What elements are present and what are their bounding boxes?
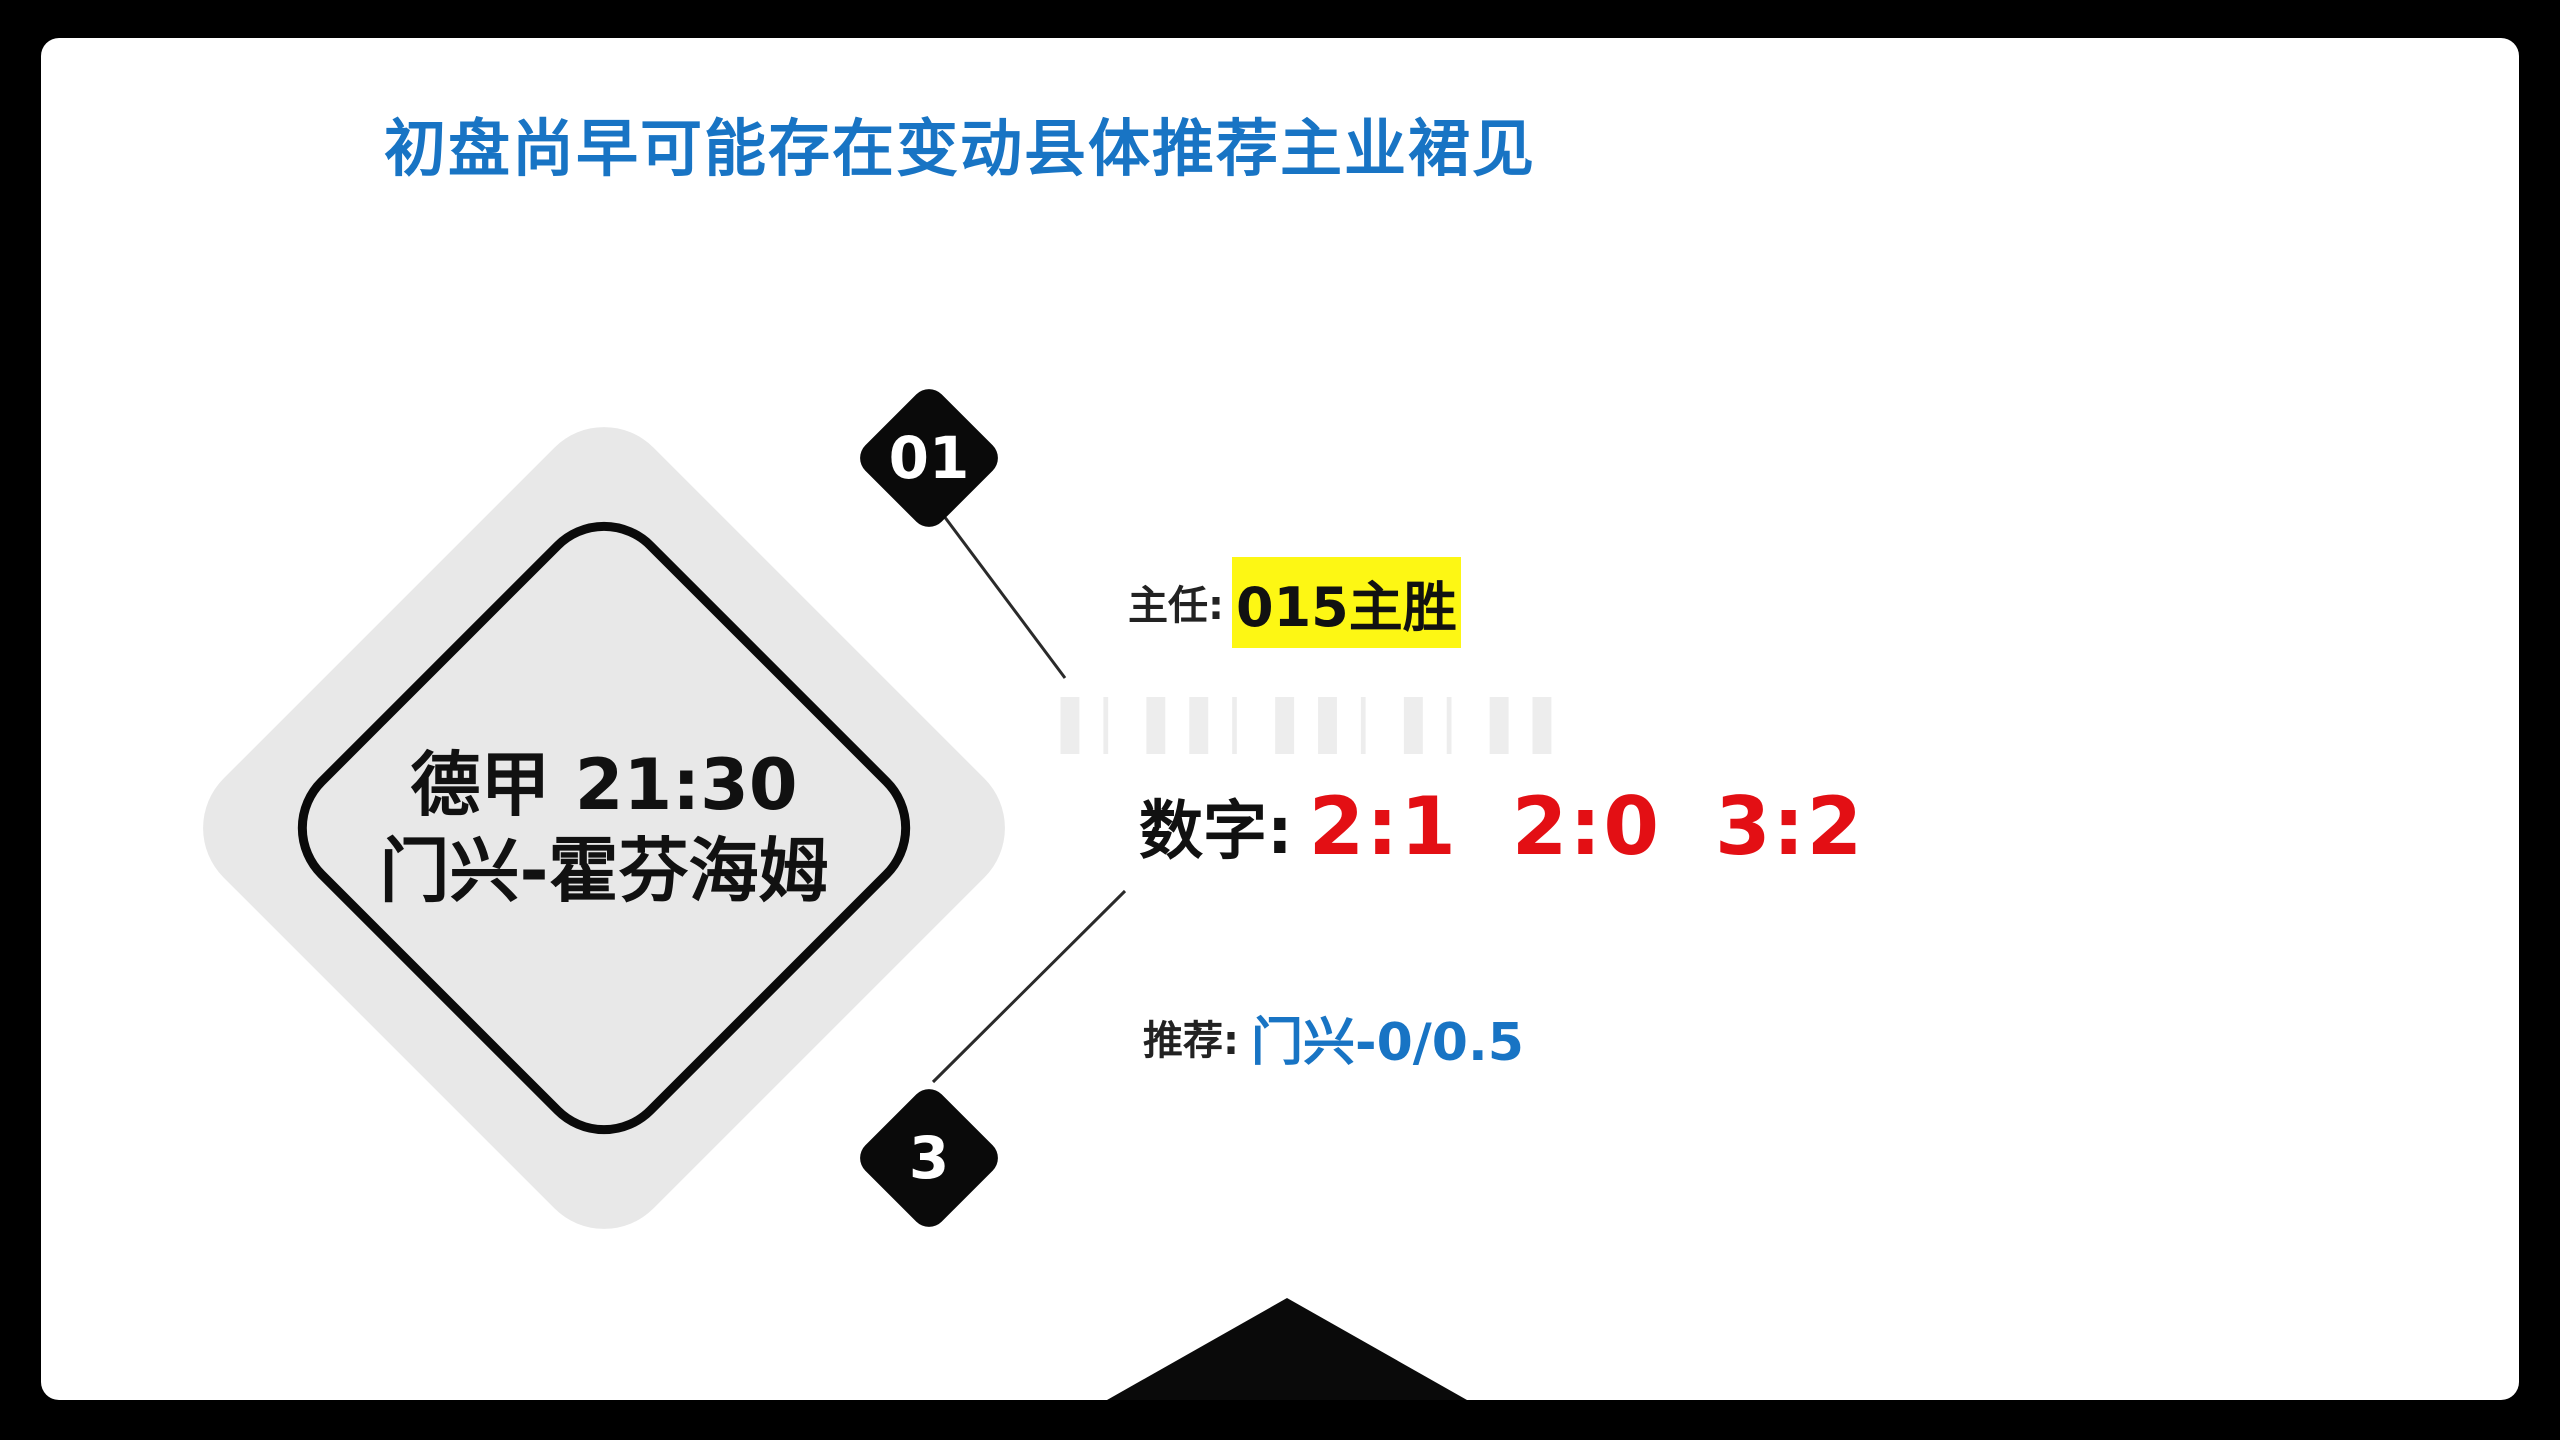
slide-canvas: 初盘尚早可能存在变动县体推荐主业裙见 德甲 21:30 门兴-霍芬海姆 0 [41,38,2519,1400]
league-time: 德甲 21:30 [410,744,798,826]
bottom-triangle-decoration [1107,1298,1467,1400]
recommendation-row: 推荐: 门兴-0/0.5 [1143,1002,1524,1073]
main-pick-label: 主任: [1128,583,1224,629]
recommendation-value: 门兴-0/0.5 [1251,1012,1524,1073]
badge-top-label: 01 [888,424,970,492]
match-diamond: 德甲 21:30 门兴-霍芬海姆 [174,398,1034,1258]
badge-top: 01 [853,382,1005,534]
recommendation-label: 推荐: [1143,1018,1239,1064]
match-info: 德甲 21:30 门兴-霍芬海姆 [174,398,1034,1258]
score-row: 数字: 2:1 2:0 3:2 [1139,778,1864,874]
match-teams: 门兴-霍芬海姆 [379,830,829,912]
main-pick-row: 主任: 015主胜 [1128,556,1461,648]
watermark-text: ▌▏▌▌▏▌▌▏▌▏▌▌ [1061,698,1576,754]
badge-bottom-label: 3 [908,1124,950,1192]
headline: 初盘尚早可能存在变动县体推荐主业裙见 [384,112,1537,185]
score-label: 数字: [1139,795,1293,869]
main-pick-value: 015主胜 [1232,556,1461,648]
score-values: 2:1 2:0 3:2 [1308,779,1865,873]
badge-bottom: 3 [853,1082,1005,1234]
